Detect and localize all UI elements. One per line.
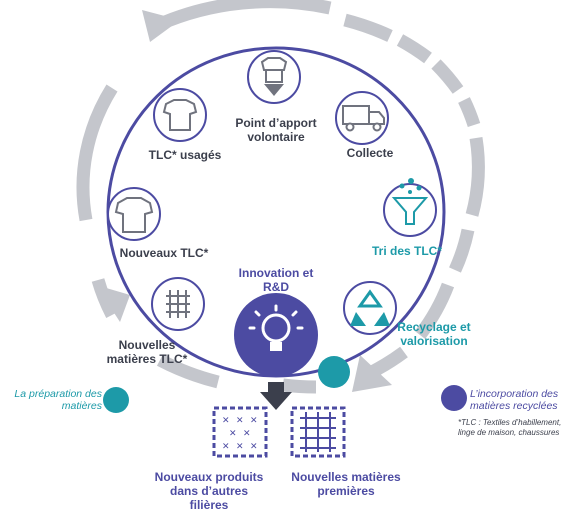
lightbulb-icon (234, 293, 318, 377)
node-nouvelles-matieres-tlc-icon (151, 277, 205, 331)
svg-text:✕: ✕ (222, 442, 230, 452)
svg-text:✕: ✕ (243, 429, 251, 439)
arrowhead-left (96, 285, 130, 322)
teal-marker-dot (318, 356, 350, 388)
label-tri: Tri des TLC* (371, 244, 442, 258)
node-point-apport-icon (247, 50, 301, 104)
svg-text:✕: ✕ (236, 442, 244, 452)
node-collecte-icon (335, 91, 389, 145)
node-recyclage-icon (343, 281, 397, 335)
svg-text:✕: ✕ (229, 429, 237, 439)
label-point-apport: Point d’apport volontaire (235, 116, 317, 144)
label-tlc-usages: TLC* usagés (148, 148, 222, 162)
footnote: *TLC : Textiles d’habillement, linge de … (458, 418, 562, 437)
recycling-cycle-diagram: ✕ ✕ ✕ ✕ ✕ ✕ ✕ ✕ (76, 0, 485, 458)
legend-preparation-dot (103, 387, 129, 413)
label-innovation: Innovation et R&D (238, 266, 314, 294)
label-collecte: Collecte (346, 146, 394, 160)
outer-cycle-arrows (76, 0, 485, 394)
svg-text:✕: ✕ (222, 416, 230, 426)
svg-text:✕: ✕ (250, 416, 258, 426)
legend-incorporation: L’incorporation des matières recyclées (470, 388, 559, 412)
label-nouvelles-matieres-tlc: Nouvelles matières TLC* (106, 338, 188, 366)
svg-text:✕: ✕ (236, 416, 244, 426)
svg-text:✕: ✕ (250, 442, 258, 452)
down-arrow-icon (260, 382, 292, 410)
label-nouveaux-produits: Nouveaux produits dans d’autres filières (154, 470, 264, 512)
label-nouvelles-matieres-premieres: Nouvelles matières premières (291, 470, 401, 498)
new-products-fabric-icon: ✕ ✕ ✕ ✕ ✕ ✕ ✕ ✕ (212, 406, 268, 458)
node-tri-funnel-icon (383, 178, 437, 237)
label-recyclage: Recyclage et valorisation (397, 320, 471, 348)
arrowhead-top-left (142, 10, 180, 42)
node-nouveaux-tlc-icon (107, 187, 161, 241)
legend-preparation: La préparation des matières (14, 388, 102, 412)
new-raw-materials-fabric-icon (290, 406, 346, 458)
node-tlc-usages-icon (153, 88, 207, 142)
arrowhead-bottom-right (352, 355, 392, 392)
legend-incorporation-dot (441, 385, 467, 411)
label-nouveaux-tlc: Nouveaux TLC* (119, 246, 209, 260)
